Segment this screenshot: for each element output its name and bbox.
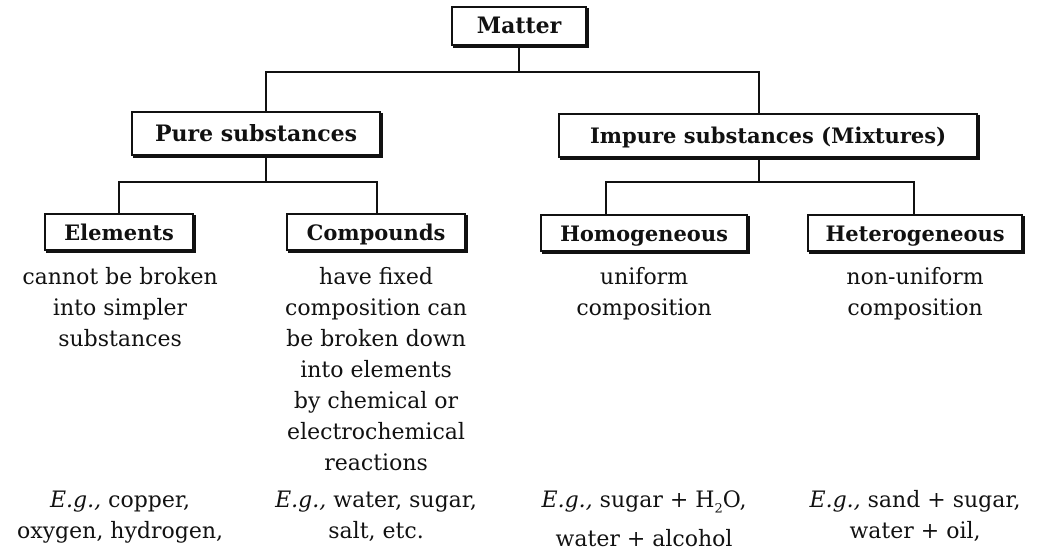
description-line: be broken down xyxy=(286,327,466,352)
description-line: non-uniform xyxy=(846,265,984,290)
description-line: composition can xyxy=(285,296,467,321)
node-homogeneous-label: Homogeneous xyxy=(560,220,728,246)
description-line: electrochemical xyxy=(287,420,465,445)
example-line: salt, etc. xyxy=(328,519,424,544)
node-homogeneous: Homogeneous xyxy=(540,214,748,252)
example-line: water + alcohol xyxy=(555,527,733,553)
node-pure-substances-label: Pure substances xyxy=(154,120,358,147)
example-prefix: E.g., xyxy=(50,488,102,513)
example-prefix: E.g., xyxy=(541,488,593,513)
node-elements-label: Elements xyxy=(64,219,174,245)
compounds-description: have fixed composition can be broken dow… xyxy=(256,262,496,479)
node-matter-label: Matter xyxy=(476,13,562,39)
description-line: have fixed xyxy=(319,265,433,290)
node-heterogeneous: Heterogeneous xyxy=(807,214,1023,252)
description-line: uniform xyxy=(599,265,689,290)
node-heterogeneous-label: Heterogeneous xyxy=(825,220,1005,246)
connector-compounds-up xyxy=(376,181,378,214)
compounds-example: E.g., water, sugar, salt, etc. xyxy=(256,485,496,547)
example-line: water + oil, xyxy=(849,519,981,544)
elements-description: cannot be broken into simpler substances xyxy=(0,262,240,355)
connector-impure-down xyxy=(758,159,760,182)
description-line: into elements xyxy=(300,358,452,383)
connector-homogeneous-up xyxy=(605,181,607,215)
node-pure-substances: Pure substances xyxy=(131,111,381,156)
node-compounds-label: Compounds xyxy=(306,219,446,245)
example-line: E.g., sand + sugar, xyxy=(785,485,1045,516)
heterogeneous-example: E.g., sand + sugar, water + oil, xyxy=(785,485,1045,547)
connector-matter-down xyxy=(518,47,520,72)
example-line: E.g., water, sugar, xyxy=(256,485,496,516)
subscript-2: 2 xyxy=(714,501,723,517)
description-line: by chemical or xyxy=(293,389,459,414)
homogeneous-description: uniform composition xyxy=(524,262,764,324)
example-text: water, sugar, xyxy=(333,488,477,513)
node-impure-substances: Impure substances (Mixtures) xyxy=(558,113,978,158)
description-line: composition xyxy=(576,296,712,321)
connector-heterogeneous-up xyxy=(913,181,915,215)
description-line: reactions xyxy=(324,451,428,476)
description-line: substances xyxy=(58,327,182,352)
connector-pure-down xyxy=(265,157,267,182)
example-text: copper, xyxy=(108,488,190,513)
node-impure-substances-label: Impure substances (Mixtures) xyxy=(589,123,946,148)
example-prefix: E.g., xyxy=(275,488,327,513)
description-line: composition xyxy=(847,296,983,321)
example-line: E.g., sugar + H2O, xyxy=(514,485,774,524)
heterogeneous-description: non-uniform composition xyxy=(795,262,1035,324)
example-text: sugar + H xyxy=(599,488,715,513)
connector-pure-up xyxy=(265,71,267,112)
example-text: sand + sugar, xyxy=(867,488,1021,513)
connector-elements-up xyxy=(118,181,120,214)
connector-level1-horizontal xyxy=(265,71,760,73)
example-line: oxygen, hydrogen, xyxy=(16,519,224,544)
elements-example: E.g., copper, oxygen, hydrogen, xyxy=(0,485,240,547)
node-matter: Matter xyxy=(451,6,587,46)
example-prefix: E.g., xyxy=(809,488,861,513)
connector-impure-up xyxy=(758,71,760,114)
homogeneous-example: E.g., sugar + H2O, water + alcohol xyxy=(514,485,774,555)
node-compounds: Compounds xyxy=(286,213,466,251)
connector-impure-horizontal xyxy=(605,181,915,183)
connector-pure-horizontal xyxy=(118,181,378,183)
example-text-suffix: O, xyxy=(722,488,747,513)
description-line: into simpler xyxy=(52,296,188,321)
example-line: E.g., copper, xyxy=(0,485,240,516)
description-line: cannot be broken xyxy=(22,265,218,290)
node-elements: Elements xyxy=(44,213,194,251)
